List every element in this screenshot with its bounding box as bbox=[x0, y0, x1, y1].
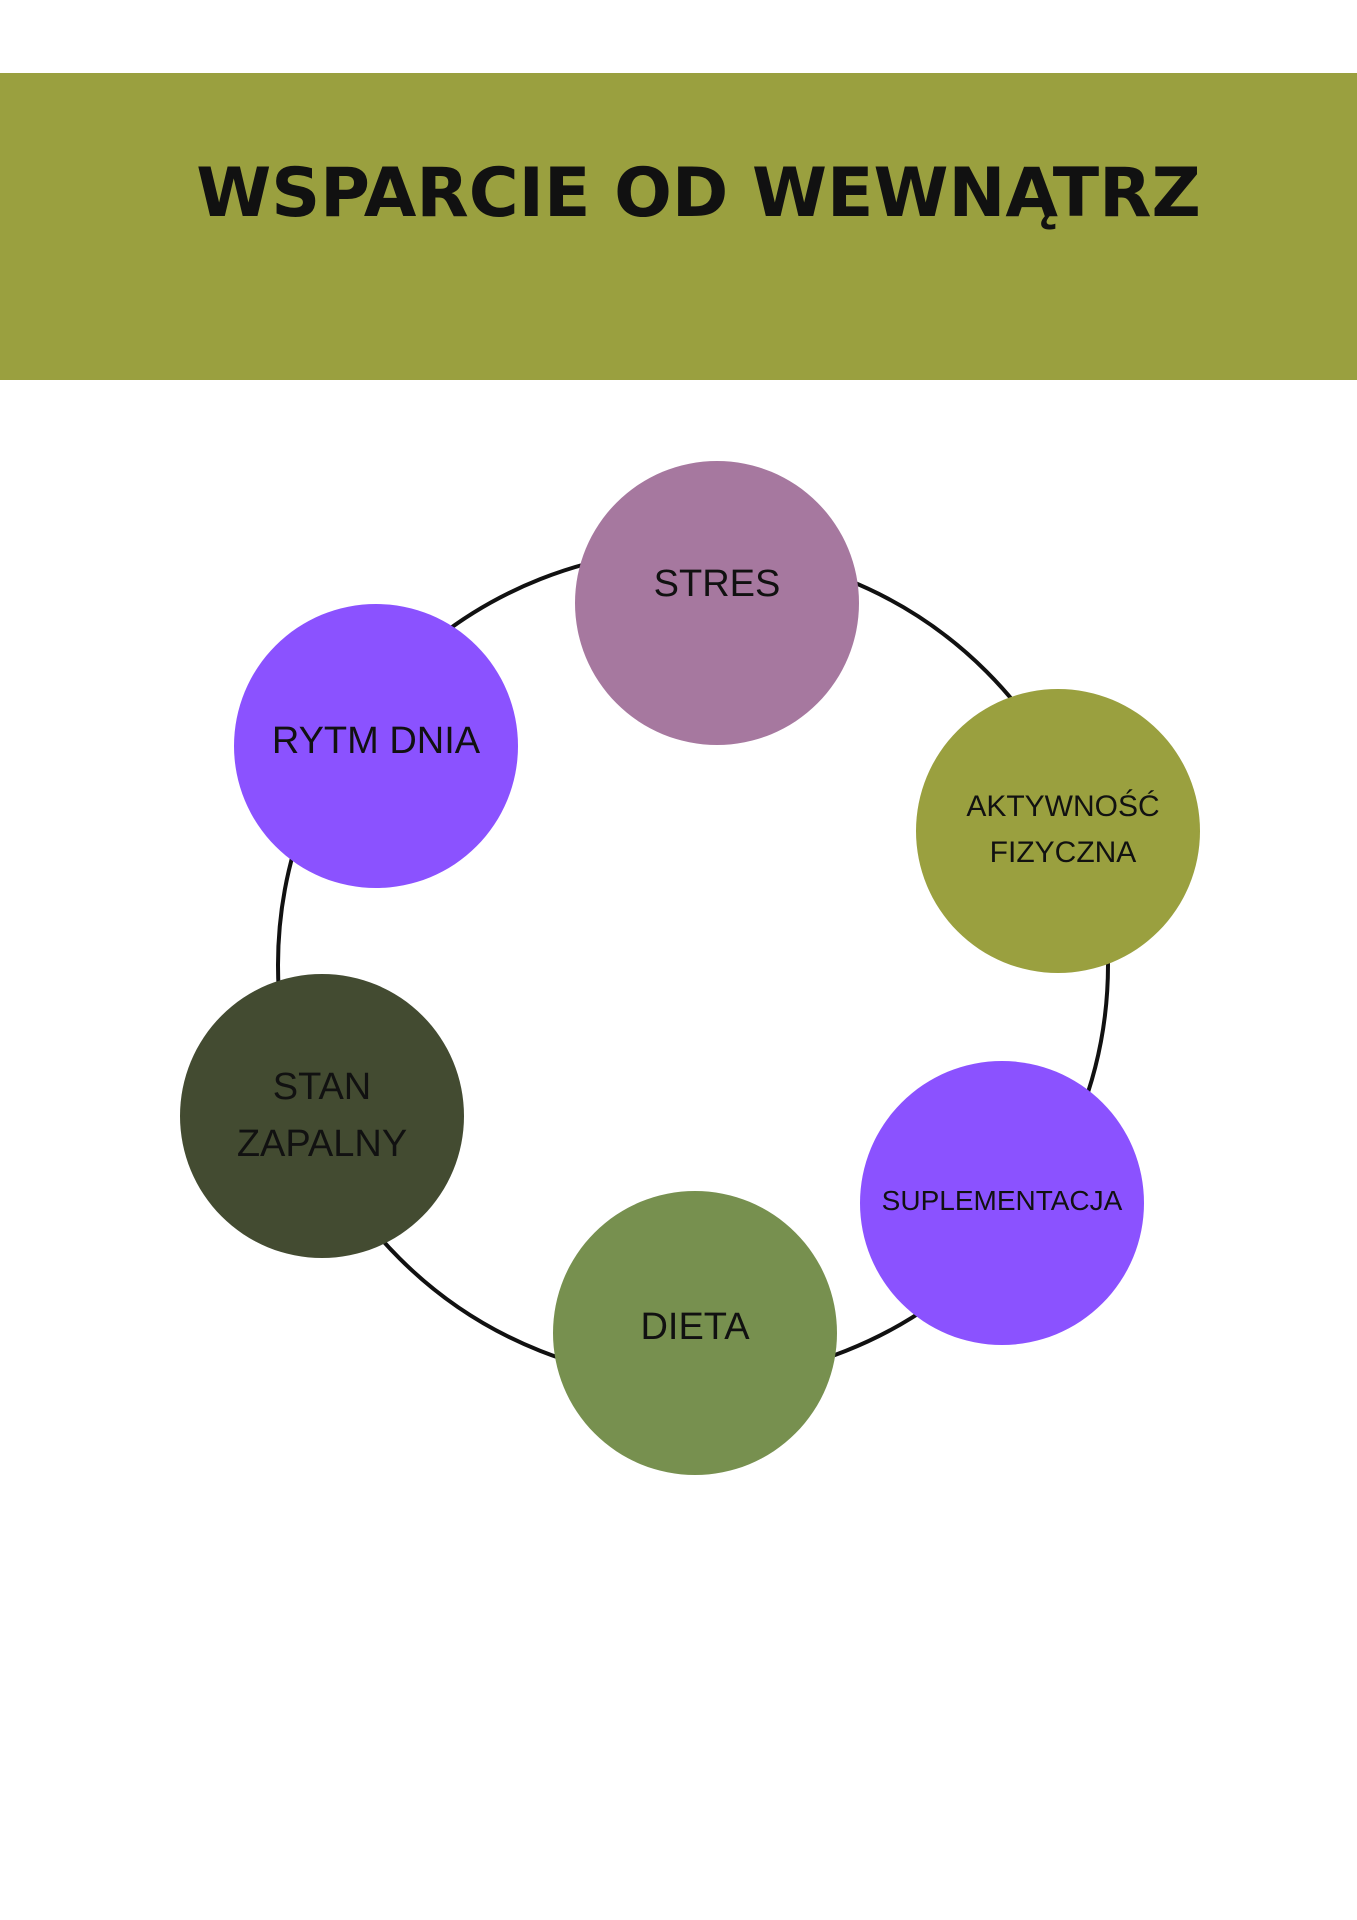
node-suplementacja: SUPLEMENTACJA bbox=[860, 1061, 1144, 1345]
node-dieta: DIETA bbox=[553, 1191, 837, 1475]
node-label: STRES bbox=[653, 562, 781, 605]
node-rytm-dnia: RYTM DNIA bbox=[234, 604, 518, 888]
node-label: SUPLEMENTACJA bbox=[881, 1185, 1123, 1217]
node-label: STAN ZAPALNY bbox=[236, 1066, 408, 1165]
node-label: DIETA bbox=[640, 1306, 750, 1349]
page-title: WSPARCIE OD WEWNĄTRZ bbox=[196, 154, 1201, 233]
node-label: RYTM DNIA bbox=[271, 720, 481, 763]
node-stan-zapalny: STAN ZAPALNY bbox=[180, 974, 464, 1258]
node-stres: STRES bbox=[575, 461, 859, 745]
header-band bbox=[0, 73, 1357, 380]
node-aktywnosc-fizyczna: AKTYWNOŚĆ FIZYCZNA bbox=[916, 689, 1200, 973]
node-label: AKTYWNOŚĆ FIZYCZNA bbox=[966, 789, 1160, 870]
